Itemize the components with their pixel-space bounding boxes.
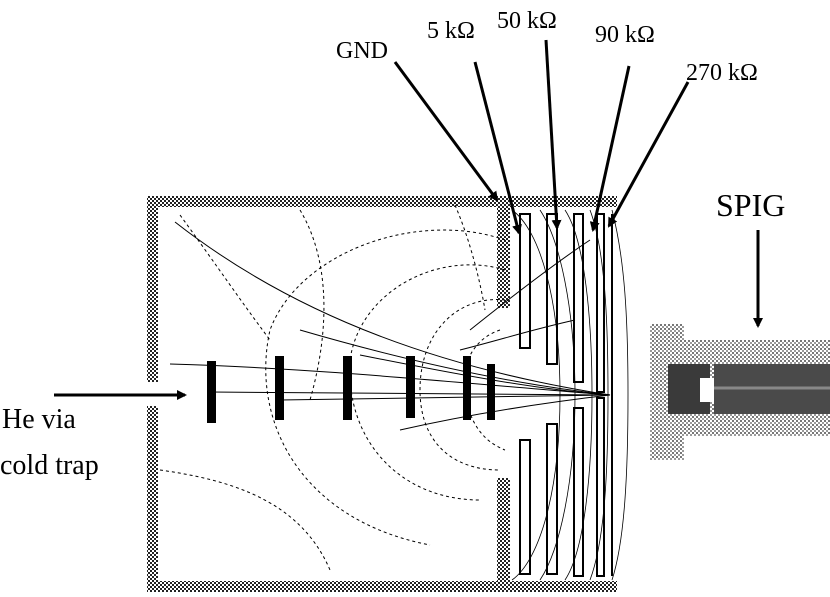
electrode-90k (573, 213, 584, 383)
chamber-right-wall-upper (497, 196, 510, 308)
electrode-270k-lower (596, 397, 605, 577)
gas-cell-chamber (147, 196, 617, 592)
r2-label: 50 kΩ (497, 8, 557, 34)
r3-label: 90 kΩ (595, 22, 655, 48)
exit-bottom-cover (497, 581, 617, 592)
r1-leader (473, 61, 522, 235)
exit-top-cover (497, 196, 617, 207)
gnd-label: GND (336, 38, 388, 64)
exit-field-lines (511, 209, 629, 581)
ion-trajectories (169, 221, 611, 431)
r1-label: 5 kΩ (427, 18, 475, 44)
spig-gap (700, 378, 714, 402)
r4-leader (607, 81, 690, 228)
ring-electrodes (207, 356, 495, 423)
ring-electrode-5 (463, 356, 471, 420)
spig-flange-top (650, 324, 684, 346)
inlet-label-line1: He via (2, 404, 76, 435)
electrode-90k-lower (573, 407, 584, 577)
ring-electrode-4 (406, 356, 415, 418)
r4-label: 270 kΩ (686, 60, 758, 86)
ring-electrode-3 (343, 356, 352, 420)
chamber-left-wall-upper (147, 196, 158, 382)
electrode-5k (519, 213, 531, 349)
electrode-270k (596, 213, 605, 393)
gnd-leader (393, 61, 499, 202)
chamber-right-wall-lower (497, 478, 510, 592)
exit-electrodes (519, 213, 613, 577)
electrode-50k-lower (546, 423, 558, 575)
ring-electrode-6 (487, 364, 495, 420)
chamber-left-wall-lower (147, 406, 158, 592)
spig-label: SPIG (716, 187, 785, 223)
r2-leader (544, 39, 562, 230)
ring-electrode-1 (207, 361, 216, 423)
chamber-top-wall (147, 196, 507, 207)
electrode-5k-lower (519, 439, 531, 575)
ring-electrode-2 (275, 356, 284, 420)
electrode-50k (546, 213, 558, 365)
spig-flange-bottom (650, 432, 684, 460)
label-leaders (54, 39, 763, 400)
inlet-label-line2: cold trap (0, 450, 99, 481)
spig-device (650, 324, 830, 460)
r3-leader (589, 65, 631, 232)
chamber-bottom-wall (147, 581, 507, 592)
